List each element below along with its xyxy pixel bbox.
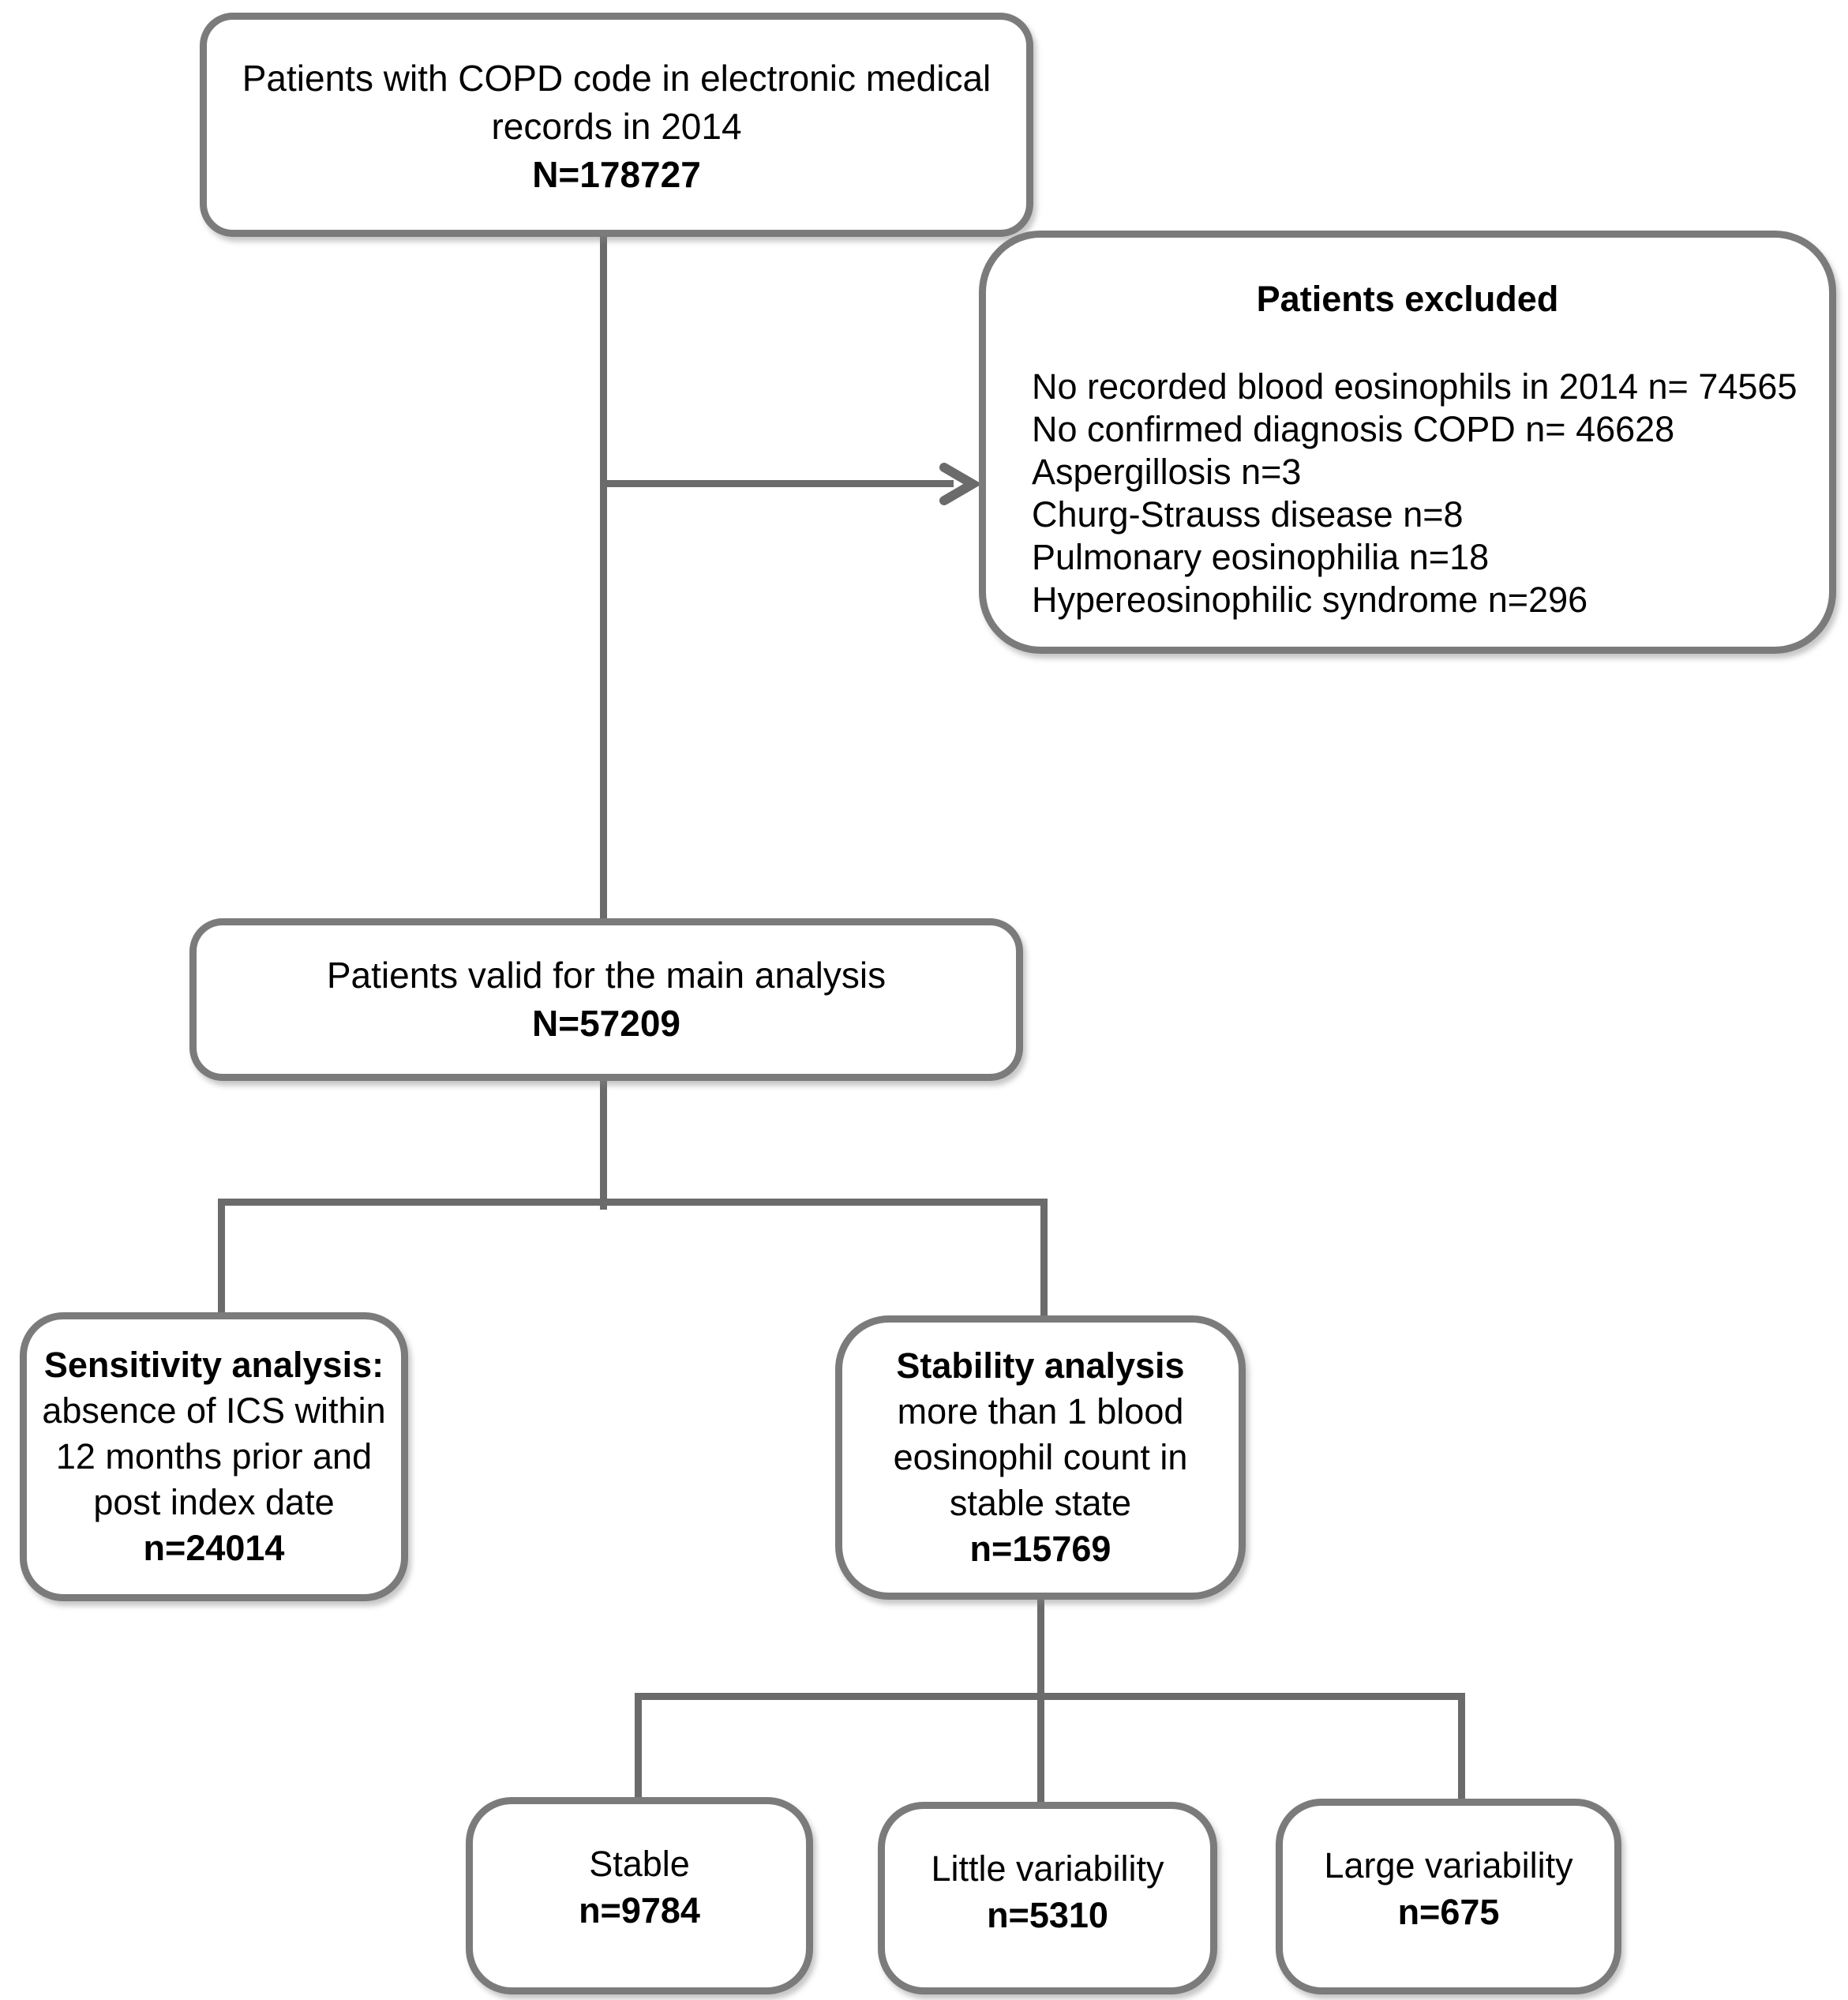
connector-to-stable bbox=[635, 1693, 642, 1800]
connector-to-sensitivity bbox=[218, 1199, 225, 1315]
excluded-item: No confirmed diagnosis COPD n= 46628 bbox=[1032, 409, 1675, 449]
node-copd-line2: records in 2014 bbox=[491, 106, 742, 147]
excluded-item: Pulmonary eosinophilia n=18 bbox=[1032, 537, 1490, 577]
little-variability-label: Little variability bbox=[931, 1848, 1164, 1889]
connector-stability-to-split bbox=[1037, 1597, 1044, 1696]
arrowhead-right-icon bbox=[939, 463, 982, 505]
node-stability-analysis: Stability analysis more than 1 blood eos… bbox=[835, 1315, 1246, 1600]
stability-line3: eosinophil count in bbox=[893, 1437, 1188, 1477]
node-stable: Stable n=9784 bbox=[466, 1797, 813, 1994]
stable-label: Stable bbox=[589, 1844, 690, 1884]
node-copd-patients: Patients with COPD code in electronic me… bbox=[200, 13, 1033, 237]
stability-line2: more than 1 blood bbox=[897, 1391, 1184, 1432]
node-valid-count: N=57209 bbox=[532, 1003, 680, 1044]
stability-line4: stable state bbox=[949, 1483, 1132, 1523]
excluded-item: Churg-Strauss disease n=8 bbox=[1032, 494, 1464, 535]
split-line-analyses bbox=[218, 1199, 1048, 1206]
excluded-item: No recorded blood eosinophils in 2014 n=… bbox=[1032, 366, 1797, 407]
excluded-item: Hypereosinophilic syndrome n=296 bbox=[1032, 580, 1588, 620]
connector-top-to-valid bbox=[600, 236, 607, 921]
large-variability-label: Large variability bbox=[1324, 1845, 1573, 1886]
connector-to-large bbox=[1458, 1693, 1465, 1802]
connector-valid-to-split bbox=[600, 1079, 607, 1210]
excluded-title: Patients excluded bbox=[1256, 279, 1559, 319]
node-copd-line1: Patients with COPD code in electronic me… bbox=[242, 58, 991, 99]
stability-count: n=15769 bbox=[969, 1529, 1111, 1569]
sensitivity-line3: 12 months prior and bbox=[55, 1436, 373, 1477]
sensitivity-line2: absence of ICS within bbox=[42, 1390, 386, 1431]
node-patients-valid: Patients valid for the main analysis N=5… bbox=[189, 918, 1023, 1081]
connector-to-stability bbox=[1040, 1199, 1048, 1319]
node-sensitivity-analysis: Sensitivity analysis: absence of ICS wit… bbox=[20, 1312, 408, 1601]
node-patients-excluded: Patients excluded No recorded blood eosi… bbox=[979, 231, 1836, 654]
excluded-list: No recorded blood eosinophils in 2014 n=… bbox=[986, 366, 1829, 621]
node-little-variability: Little variability n=5310 bbox=[878, 1802, 1217, 1994]
sensitivity-count: n=24014 bbox=[143, 1528, 285, 1568]
sensitivity-title: Sensitivity analysis: bbox=[43, 1345, 384, 1385]
node-valid-line1: Patients valid for the main analysis bbox=[326, 955, 887, 996]
split-line-variability bbox=[635, 1693, 1465, 1700]
excluded-item: Aspergillosis n=3 bbox=[1032, 452, 1302, 492]
connector-to-little bbox=[1037, 1693, 1044, 1805]
node-large-variability: Large variability n=675 bbox=[1276, 1799, 1621, 1994]
stability-title: Stability analysis bbox=[896, 1345, 1185, 1386]
little-variability-count: n=5310 bbox=[987, 1895, 1108, 1935]
stable-count: n=9784 bbox=[579, 1890, 700, 1931]
large-variability-count: n=675 bbox=[1397, 1892, 1500, 1932]
node-copd-count: N=178727 bbox=[532, 154, 701, 195]
connector-exclusion-arrow bbox=[600, 480, 954, 487]
sensitivity-line4: post index date bbox=[93, 1482, 335, 1522]
